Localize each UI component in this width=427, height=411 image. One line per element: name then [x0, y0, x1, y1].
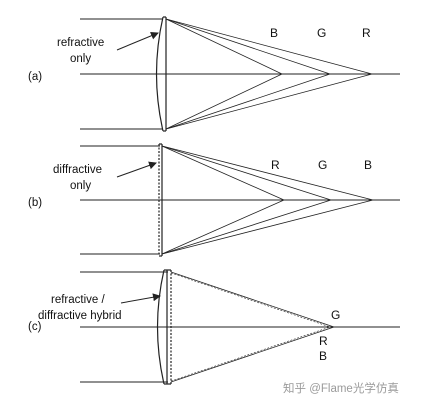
panel-a-caption-line-1: refractive [57, 37, 104, 49]
panel-c-caption-line-2: diffractive hybrid [38, 310, 122, 322]
panel-c-ray-top [170, 271, 335, 328]
panel-a-caption-arrow [116, 31, 159, 51]
panel-b-focus-label-g: G [318, 158, 327, 172]
panel-a-tag: (a) [28, 71, 42, 83]
panel-c-hybrid-lens-refractive-face [156, 269, 165, 385]
panel-b-tag: (b) [28, 197, 42, 209]
panel-b: diffractive only (b) R G B [28, 143, 400, 257]
panel-c-tag: (c) [28, 321, 42, 333]
panel-b-ray-green-top [161, 145, 332, 201]
panel-a-focus-label-b: B [270, 26, 278, 40]
panel-c-caption-line-1: refractive / [51, 294, 105, 306]
panel-a-ray-blue-top [165, 18, 283, 75]
panel-c-ray-top-2 [170, 272, 331, 328]
panel-b-ray-red-top [161, 145, 285, 201]
panel-b-ray-blue-bottom [161, 199, 374, 255]
panel-b-caption-line-2: only [70, 180, 91, 192]
panel-a-ray-red-top [165, 18, 373, 75]
panel-a-refractive-lens [155, 16, 164, 132]
panel-b-ray-green-bottom [161, 199, 332, 255]
panel-a-focus-label-g: G [317, 26, 326, 40]
panel-c-focus-label-r: R [319, 334, 328, 348]
panel-c-caption-arrow [120, 293, 161, 304]
panel-a-ray-blue-bottom [165, 73, 283, 130]
panel-a-focus-label-r: R [362, 26, 371, 40]
panel-c-ray-bottom-2 [170, 326, 331, 382]
panel-c: refractive / diffractive hybrid (c) G R … [28, 269, 400, 385]
panel-b-focus-label-r: R [271, 158, 280, 172]
panel-b-ray-red-bottom [161, 199, 285, 255]
panel-c-ray-bottom [170, 326, 335, 383]
panel-b-caption-line-1: diffractive [53, 164, 102, 176]
panel-c-focus-label-g: G [331, 308, 340, 322]
panel-c-focus-label-b: B [319, 349, 327, 363]
watermark-text: 知乎 @Flame光学仿真 [283, 381, 399, 395]
panel-a-ray-red-bottom [165, 73, 373, 130]
panel-a-ray-green-top [165, 18, 331, 75]
panel-b-focus-label-b: B [364, 158, 372, 172]
panel-a: refractive only (a) B G R [28, 16, 400, 132]
panel-a-caption-line-2: only [70, 53, 91, 65]
panel-b-caption-arrow [116, 161, 157, 178]
panel-b-ray-blue-top [161, 145, 374, 201]
panel-a-ray-green-bottom [165, 73, 331, 130]
